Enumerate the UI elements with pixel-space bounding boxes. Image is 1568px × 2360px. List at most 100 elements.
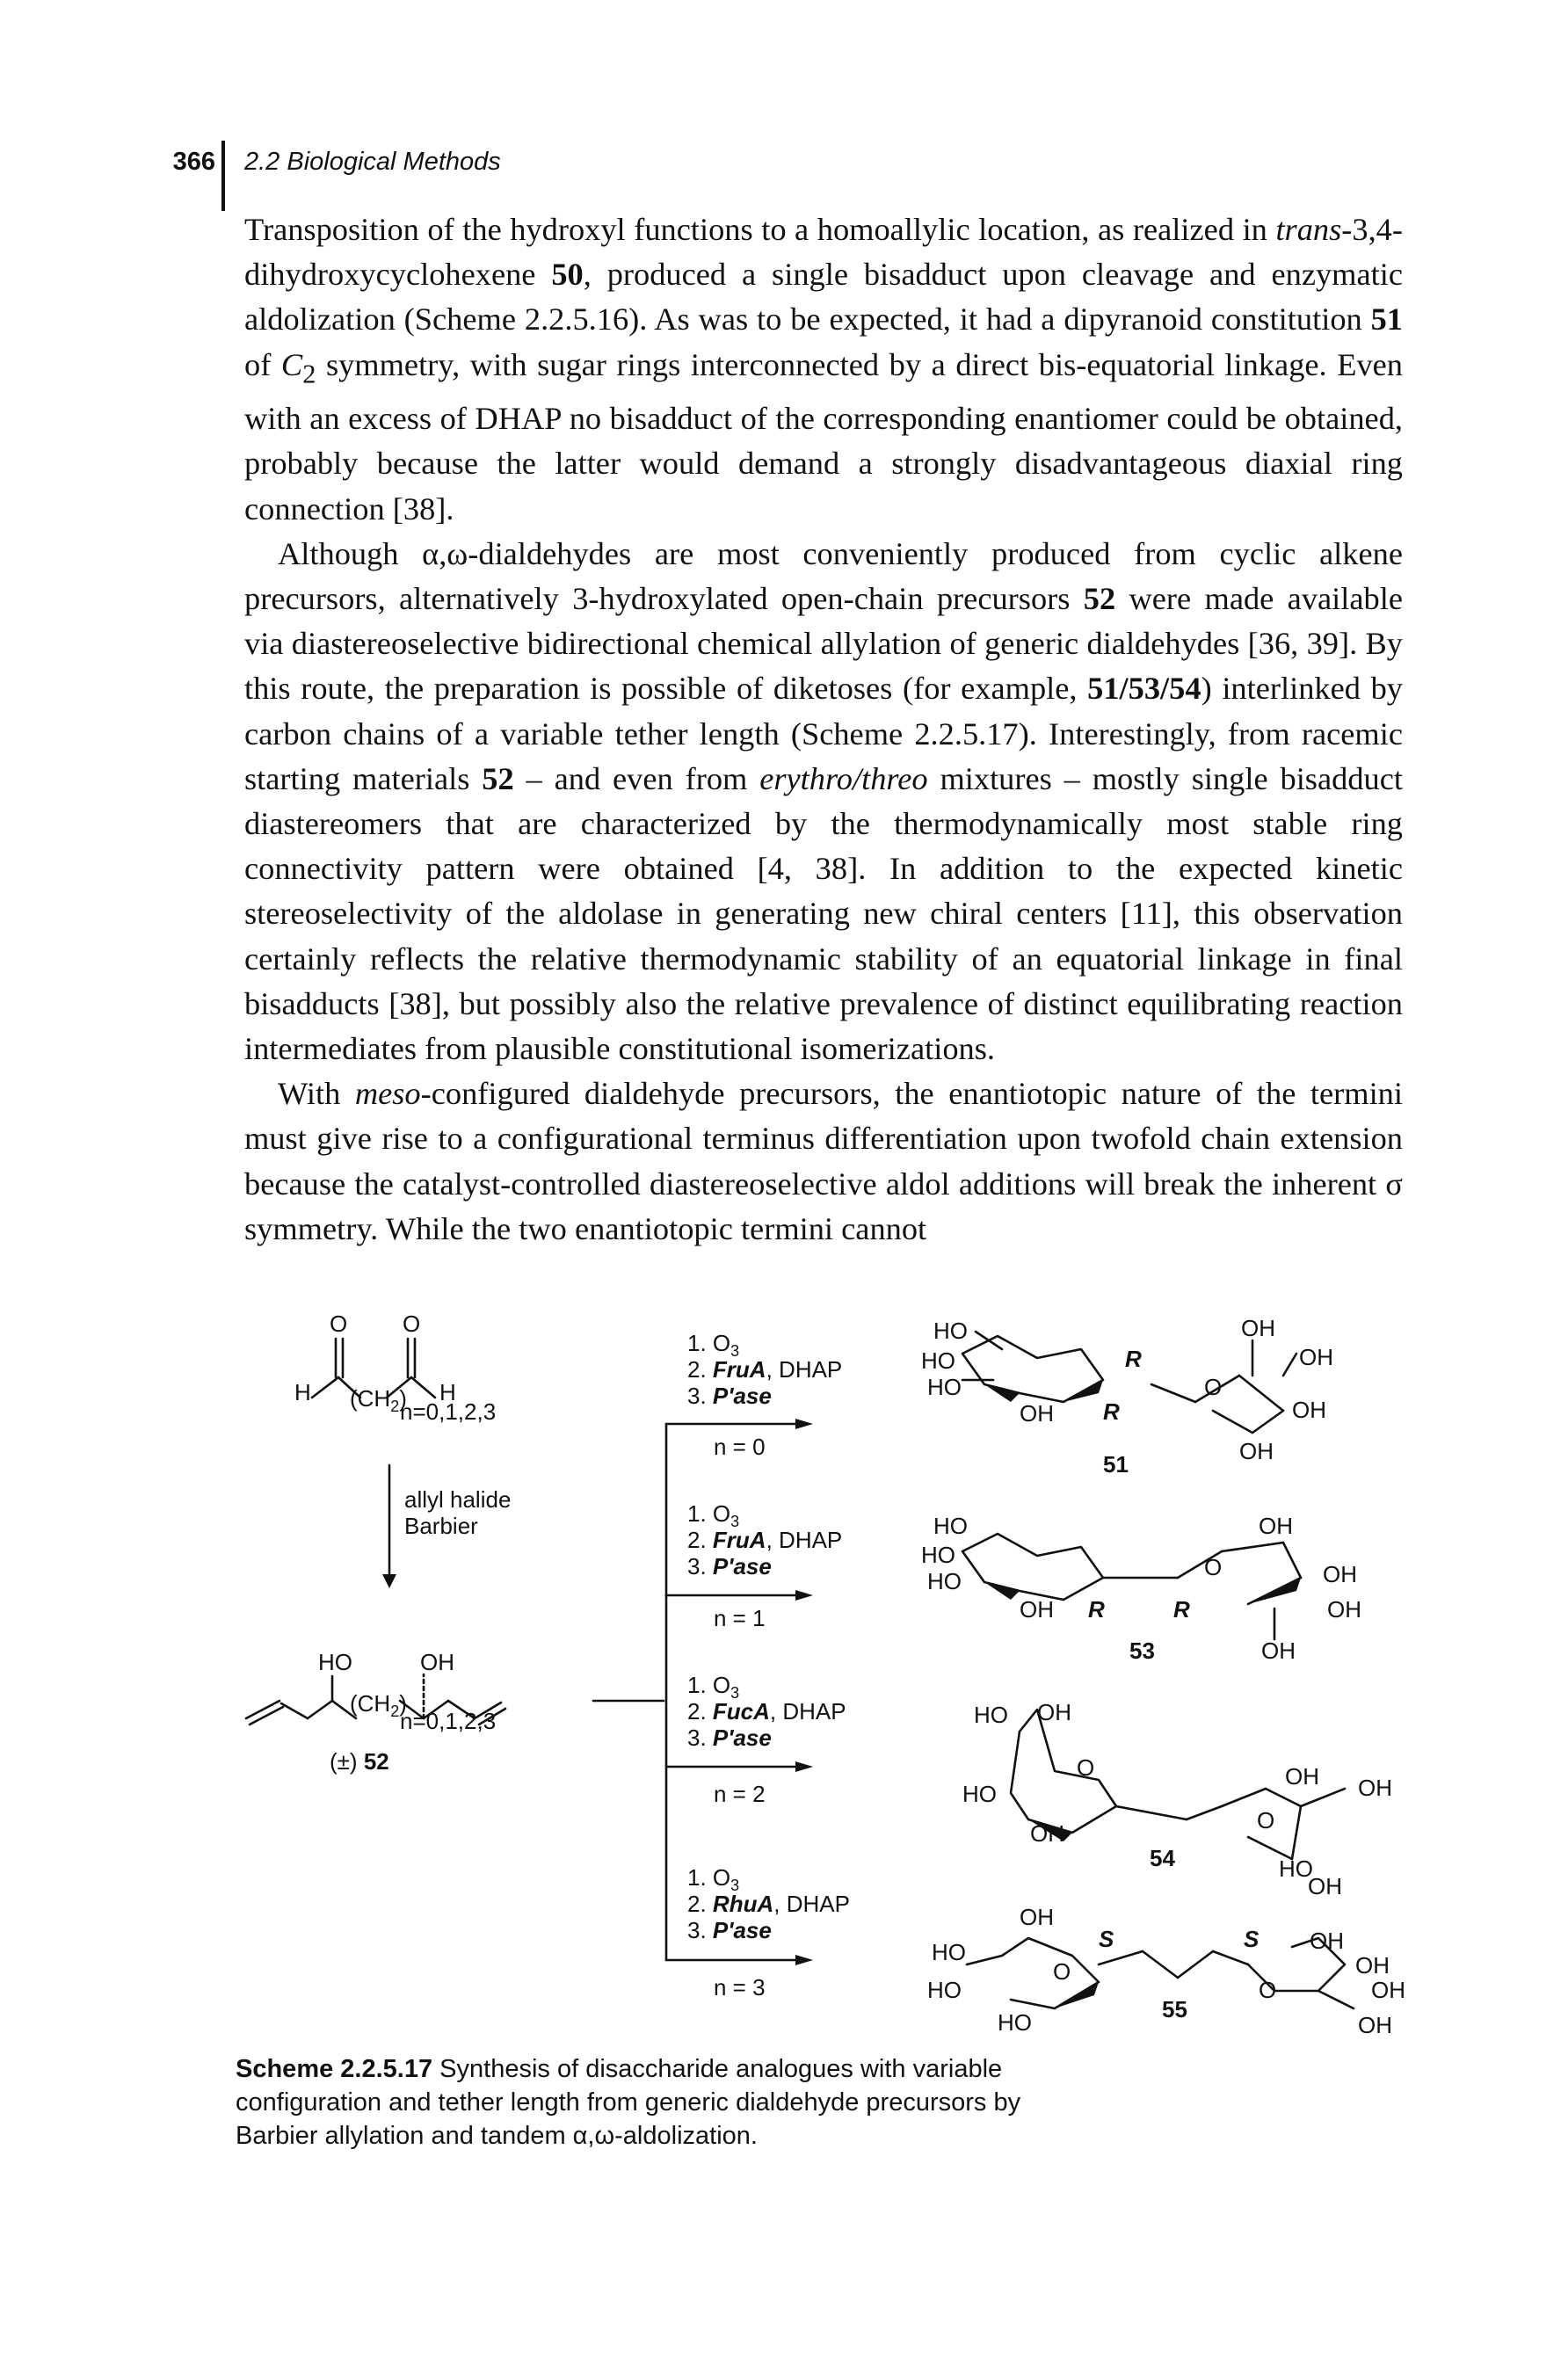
- paragraph: Transposition of the hydroxyl functions …: [244, 207, 1403, 532]
- text-run: were made available via diastereoselecti…: [244, 580, 1403, 707]
- branch-n: n = 2: [714, 1781, 766, 1807]
- p54-atom: O: [1257, 1807, 1274, 1834]
- text-run: meso: [354, 1076, 421, 1112]
- branch-n: n = 1: [714, 1605, 766, 1631]
- branch-n0: 1. O3 2. FruA, DHAP 3. P'ase n = 0: [687, 1330, 842, 1460]
- p51-atom: HO: [927, 1374, 962, 1400]
- p53-atom: HO: [927, 1568, 962, 1594]
- p54-atom: HO: [974, 1702, 1008, 1728]
- text-run: of: [244, 346, 281, 382]
- p51-atom: HO: [921, 1347, 955, 1374]
- start-h-left: H: [294, 1379, 311, 1405]
- branch-step2: 2. FucA, DHAP: [687, 1698, 846, 1725]
- caption-label: Scheme 2.2.5.17: [236, 2055, 433, 2083]
- text-run: Transposition of the hydroxyl functions …: [244, 212, 1276, 247]
- branch-n2: 1. O3 2. FucA, DHAP 3. P'ase n = 2: [687, 1672, 846, 1807]
- text-run: C: [280, 346, 303, 382]
- text-run: symmetry, with sugar rings interconnecte…: [244, 346, 1403, 526]
- text-run: 52: [482, 760, 514, 796]
- section-title: 2.2 Biological Methods: [244, 148, 501, 176]
- p55-atom: HO: [932, 1939, 966, 1965]
- p55-atom: S: [1099, 1926, 1114, 1952]
- p54-atom: HO: [1279, 1855, 1313, 1882]
- product-52-label: (±) 52: [330, 1748, 389, 1775]
- branch-step1: 1. O3: [687, 1672, 739, 1702]
- start-o1: O: [330, 1314, 347, 1337]
- text-run: , produced a single bisadduct upon cleav…: [244, 257, 1403, 338]
- text-run: trans: [1275, 212, 1342, 247]
- p53-atom: OH: [1323, 1561, 1357, 1587]
- branch-step3: 3. P'ase: [687, 1725, 772, 1751]
- p55-atom: HO: [998, 2009, 1032, 2036]
- text-run: -configured dialdehyde precursors, the e…: [244, 1076, 1403, 1246]
- p55-atom: OH: [1358, 2012, 1392, 2038]
- p51-label: 51: [1103, 1451, 1129, 1478]
- start-o2: O: [403, 1314, 420, 1337]
- p54-label: 54: [1150, 1845, 1175, 1871]
- product-52-n-range: n=0,1,2,3: [400, 1708, 496, 1734]
- paragraph: With meso-configured dialdehyde precurso…: [244, 1071, 1403, 1252]
- branch-n: n = 3: [714, 1974, 766, 2001]
- p54-atom: HO: [962, 1781, 997, 1807]
- p54-atom: OH: [1030, 1820, 1064, 1847]
- text-run: 2: [302, 358, 316, 388]
- header-rule: [221, 141, 225, 211]
- branch-n1: 1. O3 2. FruA, DHAP 3. P'ase n = 1: [687, 1500, 842, 1631]
- text-run: Although α,ω-dialdehydes are most conven…: [244, 535, 1403, 616]
- p54-atom: OH: [1358, 1775, 1392, 1801]
- p51-atom: O: [1204, 1374, 1222, 1400]
- p51-atom: OH: [1239, 1438, 1274, 1464]
- text-run: – and even from: [513, 760, 760, 796]
- p55-atom: OH: [1355, 1952, 1390, 1979]
- start-n-range: n=0,1,2,3: [400, 1398, 496, 1425]
- paragraph: Although α,ω-dialdehydes are most conven…: [244, 532, 1403, 1071]
- start-h-right: H: [439, 1379, 456, 1405]
- p55-label: 55: [1162, 1996, 1187, 2022]
- p54-atom: OH: [1285, 1763, 1319, 1790]
- branch-step2: 2. RhuA, DHAP: [687, 1891, 850, 1917]
- p53-atom: R: [1088, 1596, 1105, 1623]
- text-run: mixtures – mostly single bisadduct diast…: [244, 760, 1403, 1066]
- p51-atom: R: [1103, 1398, 1120, 1425]
- scheme-caption: Scheme 2.2.5.17 Synthesis of disaccharid…: [236, 2052, 1044, 2153]
- text-run: 51: [1370, 301, 1403, 338]
- p53-atom: O: [1204, 1554, 1222, 1580]
- branch-step2: 2. FruA, DHAP: [687, 1527, 842, 1553]
- reaction-scheme: O O H H (CH2) n=0,1,2,3 allyl halide Bar…: [244, 1314, 1405, 2038]
- branch-step1: 1. O3: [687, 1330, 739, 1360]
- p53-atom: OH: [1020, 1596, 1054, 1623]
- product-52-ch2: (CH2): [350, 1690, 407, 1720]
- branch-n3: 1. O3 2. RhuA, DHAP 3. P'ase n = 3: [687, 1864, 850, 2001]
- text-run: 52: [1083, 580, 1116, 616]
- text-run: -3,4-dihydroxycyclohexene: [244, 212, 1403, 293]
- branch-step3: 3. P'ase: [687, 1917, 772, 1943]
- page-number: 366: [172, 148, 215, 176]
- branch-step2: 2. FruA, DHAP: [687, 1356, 842, 1383]
- p55-atom: O: [1053, 1958, 1071, 1985]
- branch-step1: 1. O3: [687, 1500, 739, 1530]
- branch-step3: 3. P'ase: [687, 1383, 772, 1409]
- product-52-ho: HO: [318, 1649, 352, 1675]
- p55-atom: OH: [1020, 1904, 1054, 1930]
- p53-atom: HO: [933, 1513, 968, 1539]
- p53-atom: R: [1173, 1596, 1190, 1623]
- text-run: ) interlinked by carbon chains of a vari…: [244, 671, 1403, 796]
- p55-atom: O: [1259, 1977, 1276, 2003]
- p51-atom: OH: [1292, 1397, 1326, 1423]
- branch-step3: 3. P'ase: [687, 1553, 772, 1579]
- p55-atom: HO: [927, 1977, 962, 2003]
- text-run: 51/53/54: [1087, 671, 1201, 707]
- p53-label: 53: [1129, 1637, 1155, 1664]
- running-header: 366 2.2 Biological Methods: [0, 141, 1568, 211]
- p54-atom: O: [1077, 1754, 1094, 1781]
- p53-atom: OH: [1259, 1513, 1293, 1539]
- text-run: erythro/threo: [759, 760, 928, 796]
- p55-atom: OH: [1310, 1928, 1344, 1954]
- product-52-oh: OH: [420, 1649, 454, 1675]
- p51-atom: R: [1125, 1346, 1142, 1372]
- p51-atom: HO: [933, 1318, 968, 1344]
- p51-atom: OH: [1299, 1344, 1333, 1370]
- p54-atom: OH: [1037, 1699, 1071, 1725]
- branch-n: n = 0: [714, 1434, 766, 1460]
- p51-atom: OH: [1020, 1400, 1054, 1427]
